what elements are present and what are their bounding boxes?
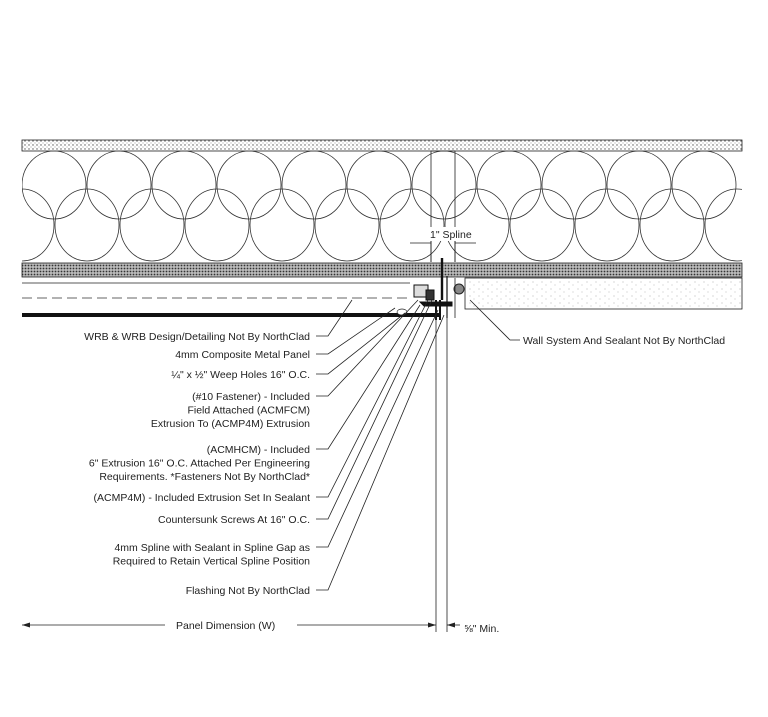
insulation-loop <box>86 151 152 220</box>
leader-line <box>316 304 421 450</box>
callout-text: WRB & WRB Design/Detailing Not By NorthC… <box>84 331 310 343</box>
insulation-loop <box>671 151 737 220</box>
callout-text: Field Attached (ACMFCM) <box>187 405 310 417</box>
insulation-loop <box>606 151 672 220</box>
insulation-loop <box>281 151 347 220</box>
leader-line <box>316 299 433 520</box>
callout: Countersunk Screws At 16" O.C. <box>158 299 433 526</box>
callout-text: (#10 Fastener) - Included <box>192 391 310 403</box>
insulation-loop <box>574 188 640 262</box>
callout-text: Countersunk Screws At 16" O.C. <box>158 514 310 526</box>
callout: Flashing Not By NorthClad <box>186 314 445 597</box>
spline-label-bg <box>428 227 476 241</box>
batt-insulation <box>22 151 742 262</box>
insulation-loop <box>249 188 315 262</box>
insulation-loop <box>346 151 412 220</box>
leader-line <box>316 299 429 498</box>
wrb-sheathing-layer <box>21 262 743 278</box>
insulation-loop <box>216 151 282 220</box>
callout: 4mm Composite Metal Panel <box>175 307 396 361</box>
wall-system <box>464 277 743 310</box>
insulation-loop <box>379 188 445 262</box>
leader-line <box>316 309 439 548</box>
callout: 4mm Spline with Sealant in Spline Gap as… <box>113 309 439 568</box>
callout-text: Flashing Not By NorthClad <box>186 585 310 597</box>
leader-line <box>316 299 419 397</box>
stud-channel <box>430 150 456 262</box>
insulation-loop <box>639 188 705 262</box>
callout-text: (ACMHCM) - Included <box>207 444 310 456</box>
leader-line <box>316 307 396 355</box>
callout: ¼" x ½" Weep Holes 16" O.C. <box>171 312 406 381</box>
insulation-loop <box>476 151 542 220</box>
insulation-loop <box>411 151 477 220</box>
panel-dimension-label: Panel Dimension (W) <box>176 620 275 632</box>
insulation-loop <box>151 151 217 220</box>
callout: WRB & WRB Design/Detailing Not By NorthC… <box>84 299 353 343</box>
insulation-loop <box>22 188 55 262</box>
callout-text: Requirements. *Fasteners Not By NorthCla… <box>99 471 310 483</box>
callout: (ACMHCM) - Included 6" Extrusion 16" O.C.… <box>89 304 421 483</box>
callout-text: Required to Retain Vertical Spline Posit… <box>113 556 310 568</box>
insulation-loop <box>704 188 742 262</box>
leader-line <box>316 312 406 375</box>
insulation-loop <box>541 151 607 220</box>
callout-text: 4mm Spline with Sealant in Spline Gap as <box>114 542 310 554</box>
wall-system-callout: Wall System And Sealant Not By NorthClad <box>523 335 725 347</box>
backer-rod-sealant <box>453 283 465 295</box>
insulation-loop <box>314 188 380 262</box>
leader-line <box>316 299 353 337</box>
callout-text: ¼" x ½" Weep Holes 16" O.C. <box>171 369 310 381</box>
spline-dimension-label: 1" Spline <box>430 229 472 241</box>
callout-text: (ACMP4M) - Included Extrusion Set In Sea… <box>93 492 310 504</box>
callout: (ACMP4M) - Included Extrusion Set In Sea… <box>93 299 429 504</box>
weep-hole <box>396 308 408 316</box>
insulation-loop <box>22 151 87 220</box>
insulation-loop <box>119 188 185 262</box>
callout-text: 6" Extrusion 16" O.C. Attached Per Engin… <box>89 458 310 470</box>
leader-line <box>316 314 445 591</box>
insulation-loop <box>54 188 120 262</box>
min-gap-label: ⅝" Min. <box>464 623 499 635</box>
composite-metal-panel <box>22 313 440 317</box>
callout-text: 4mm Composite Metal Panel <box>175 349 310 361</box>
top-sheathing-board <box>21 139 743 152</box>
insulation-loop <box>444 188 510 262</box>
callout-text: Extrusion To (ACMP4M) Extrusion <box>151 418 310 430</box>
insulation-loop <box>184 188 250 262</box>
insulation-loop <box>509 188 575 262</box>
